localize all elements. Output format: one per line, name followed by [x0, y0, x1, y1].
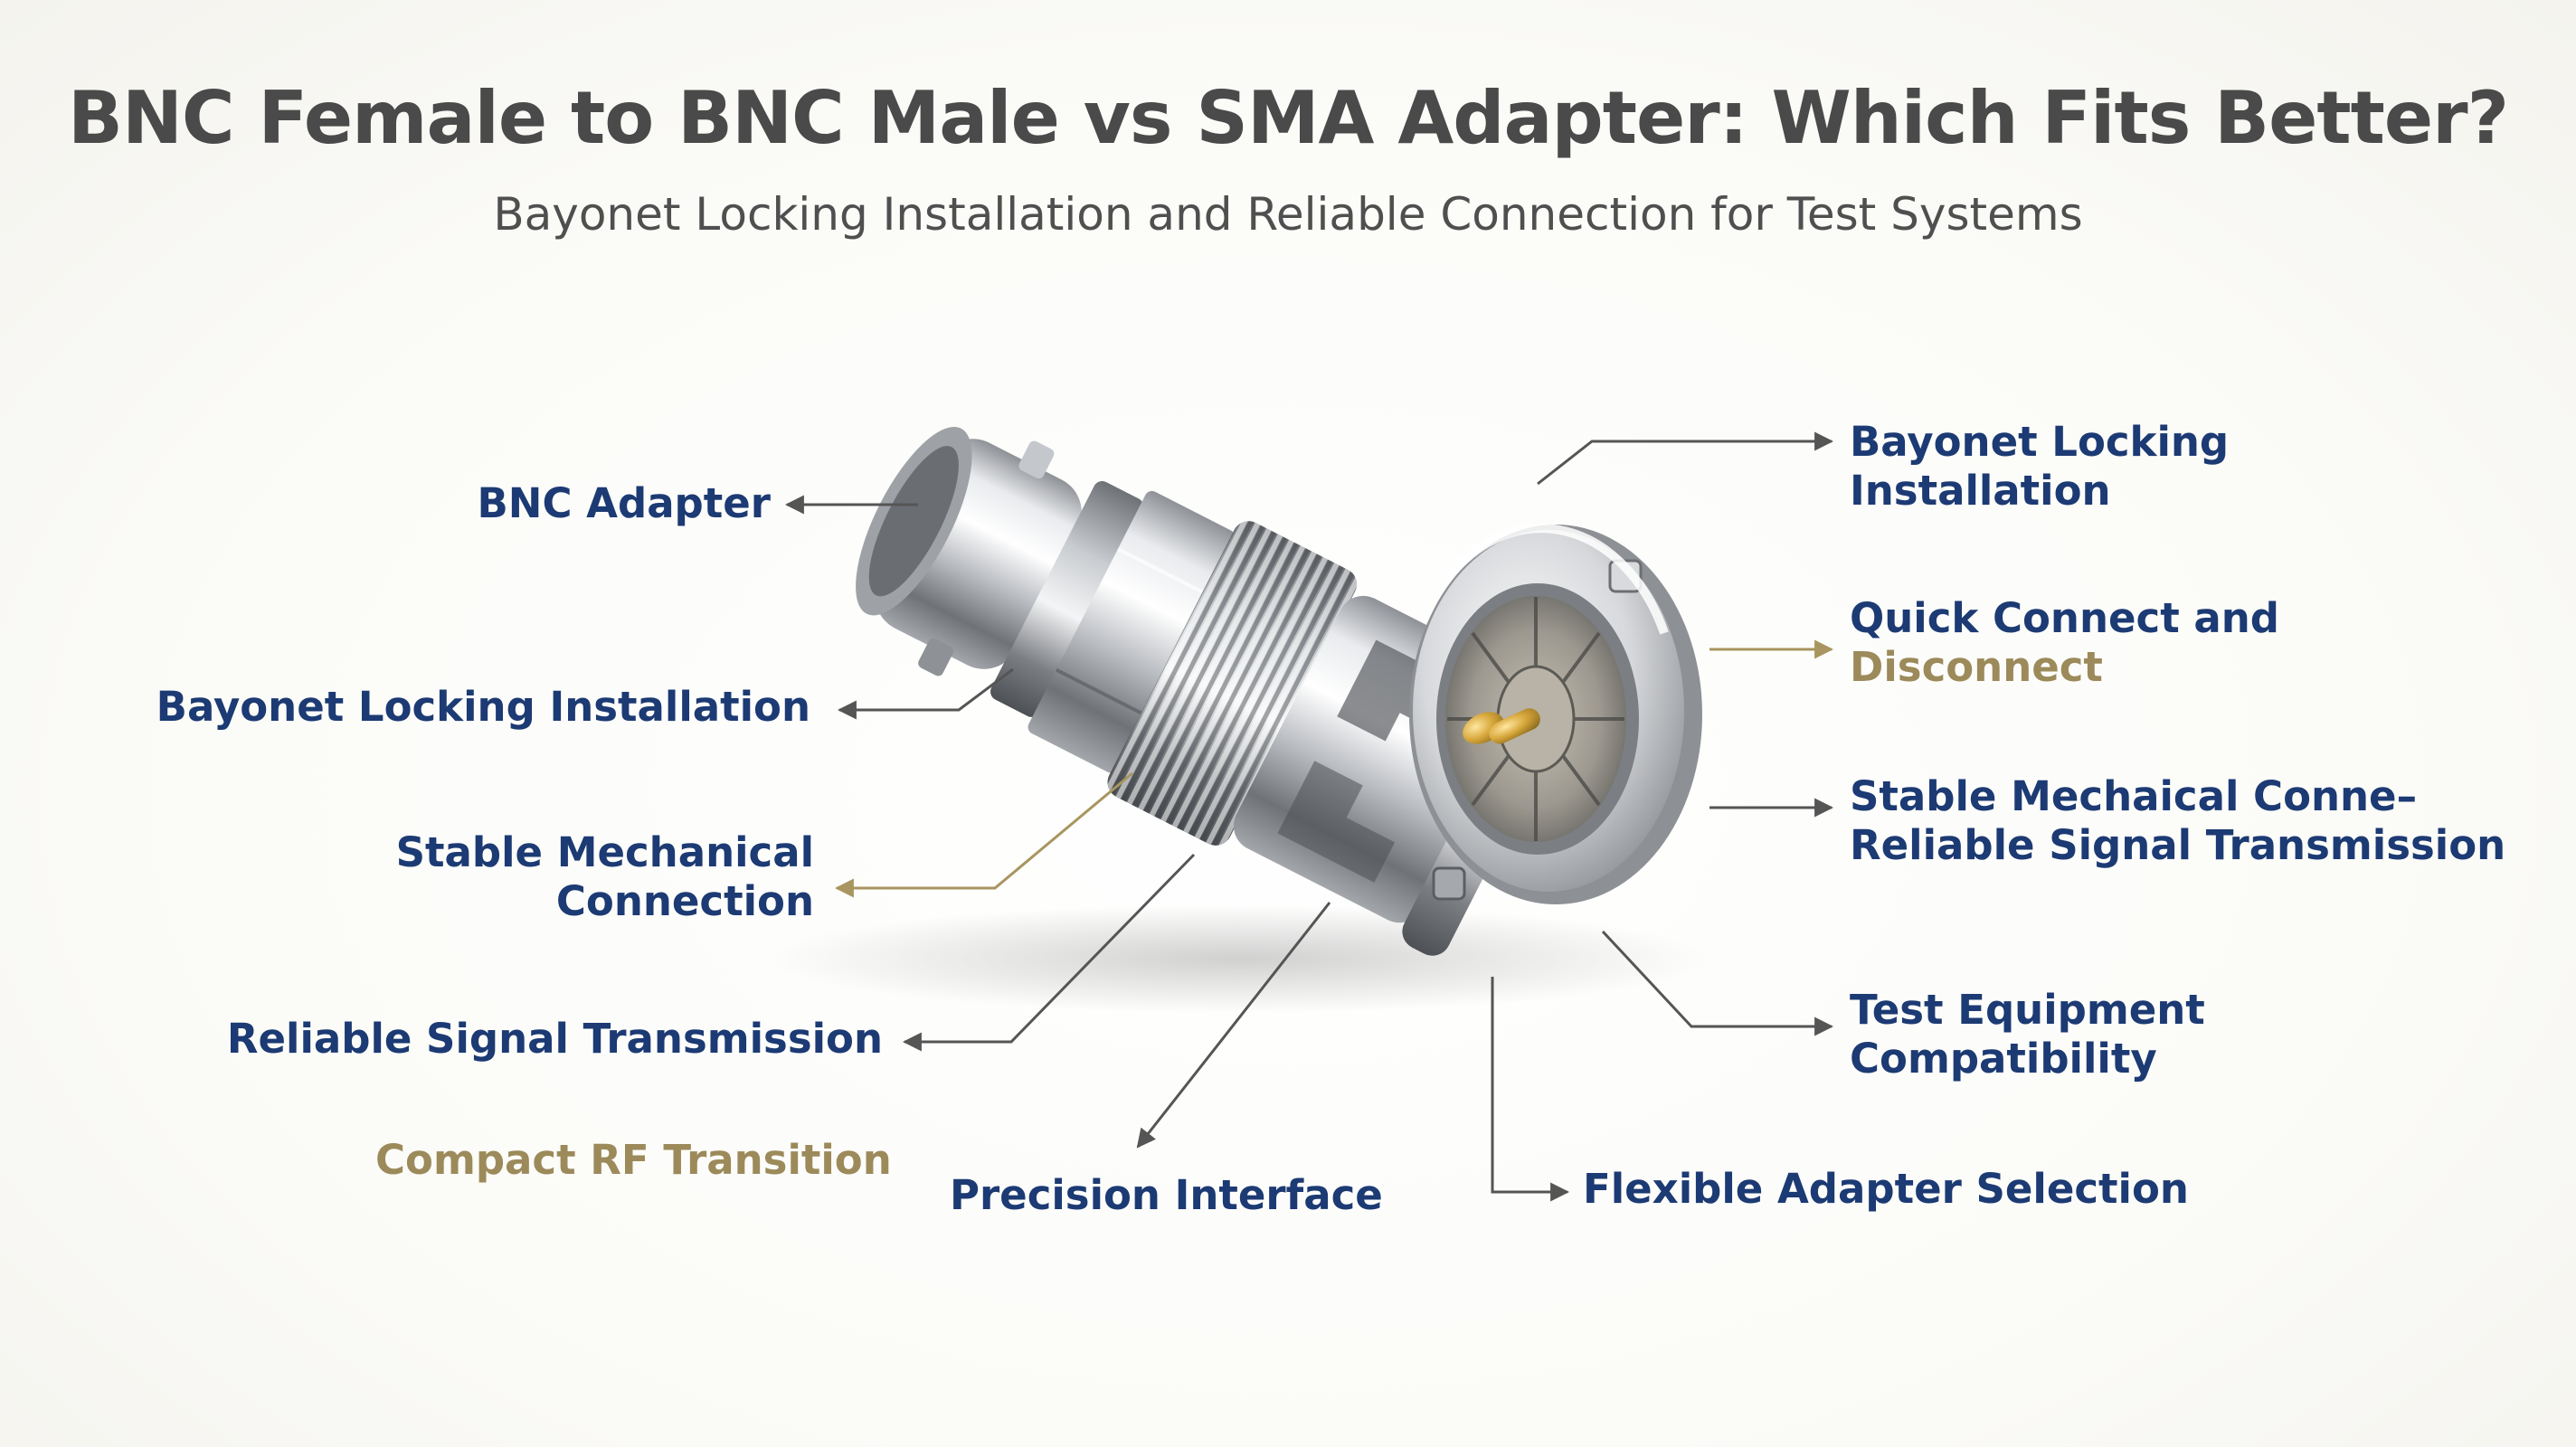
page-title: BNC Female to BNC Male vs SMA Adapter: W…	[68, 76, 2509, 160]
label-compact-rf: Compact RF Transition	[375, 1136, 892, 1184]
label-precision-interface: Precision Interface	[950, 1171, 1383, 1219]
label-bnc-adapter: BNC Adapter	[477, 479, 772, 527]
label-stable-mechanical-left: Stable Mechanical Connection	[395, 828, 814, 925]
label-flexible-adapter: Flexible Adapter Selection	[1583, 1165, 2189, 1213]
label-quick-connect: Quick Connect and Disconnect	[1850, 594, 2279, 691]
label-reliable-signal-left: Reliable Signal Transmission	[226, 1015, 883, 1063]
page-subtitle: Bayonet Locking Installation and Reliabl…	[493, 188, 2083, 241]
label-test-equipment: Test Equipment Compatibility	[1850, 986, 2205, 1083]
label-bayonet-locking-left: Bayonet Locking Installation	[156, 683, 810, 731]
label-bayonet-locking-right: Bayonet Locking Installation	[1850, 418, 2230, 515]
label-stable-mechanical-right: Stable Mechaical Conne– Reliable Signal …	[1850, 772, 2506, 869]
